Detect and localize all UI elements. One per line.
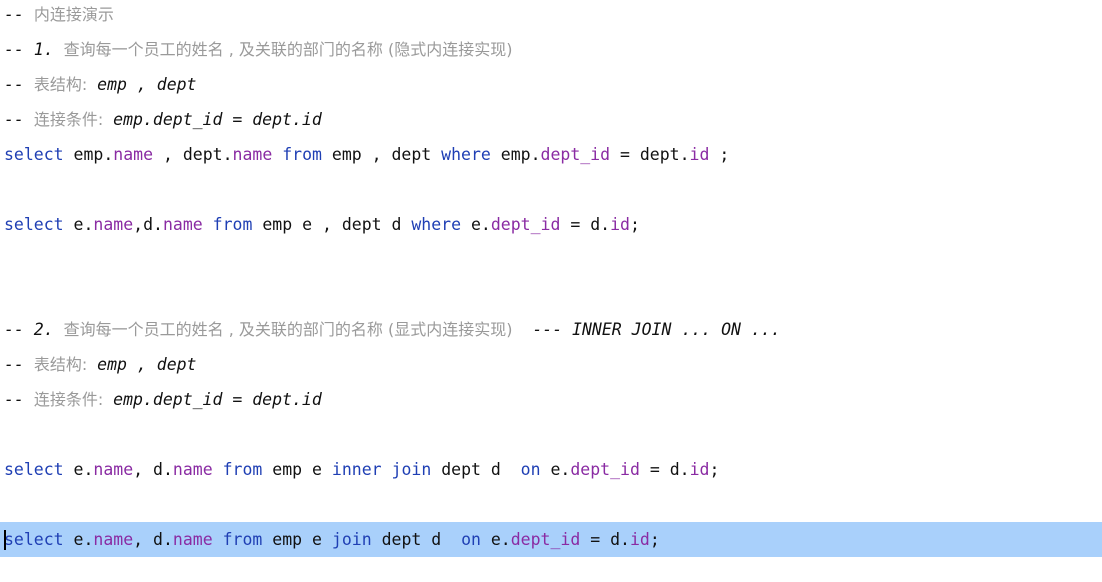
sql-column: dept_id xyxy=(570,460,640,479)
code-token: ; xyxy=(709,145,730,164)
comment-text: 连接条件: xyxy=(33,110,104,129)
code-token: ; xyxy=(629,215,640,234)
code-token: -- xyxy=(4,390,34,409)
sql-column: name xyxy=(113,145,154,164)
comment-line[interactable]: -- 连接条件: emp.dept_id = dept.id xyxy=(0,382,322,417)
comment-text: 查询每一个员工的姓名 , 及关联的部门的名称 (隐式内连接实现) xyxy=(63,40,513,59)
code-token: , d. xyxy=(133,530,173,549)
code-token xyxy=(213,530,223,549)
text-cursor xyxy=(4,529,6,550)
sql-column: dept_id xyxy=(490,215,561,234)
comment-line[interactable]: -- 表结构: emp , dept xyxy=(0,347,197,382)
code-token: -- xyxy=(4,5,34,24)
sql-keyword: join xyxy=(331,530,372,549)
code-token: -- xyxy=(4,75,34,94)
sql-column: dept_id xyxy=(540,145,611,164)
sql-keyword: join xyxy=(391,460,432,479)
code-token: -- 2. xyxy=(4,320,64,339)
comment-line[interactable]: -- 表结构: emp , dept xyxy=(0,67,197,102)
code-token: = d. xyxy=(639,460,690,479)
blank-line[interactable] xyxy=(0,487,4,522)
code-token xyxy=(272,145,282,164)
code-token: emp e xyxy=(262,530,332,549)
blank-line[interactable] xyxy=(0,172,4,207)
sql-column: name xyxy=(172,530,213,549)
code-token: = d. xyxy=(560,215,611,234)
sql-column: name xyxy=(162,215,203,234)
code-token: --- INNER JOIN ... ON ... xyxy=(512,320,781,339)
code-token: e. xyxy=(63,215,94,234)
code-line[interactable]: select e.name, d.name from emp e inner j… xyxy=(0,452,719,487)
code-token: emp , dept xyxy=(87,355,197,374)
sql-column: name xyxy=(93,530,134,549)
comment-text: 表结构: xyxy=(33,355,88,374)
sql-column: id xyxy=(610,215,630,234)
sql-keyword: from xyxy=(212,215,253,234)
comment-line[interactable]: -- 内连接演示 xyxy=(0,0,114,32)
blank-line[interactable] xyxy=(0,277,4,312)
code-line[interactable]: select emp.name , dept.name from emp , d… xyxy=(0,137,729,172)
code-token: ; xyxy=(649,530,660,549)
sql-keyword: select xyxy=(4,215,64,234)
sql-keyword: where xyxy=(411,215,462,234)
sql-keyword: on xyxy=(520,460,541,479)
code-token xyxy=(382,460,392,479)
code-token: -- xyxy=(4,355,34,374)
sql-column: dept_id xyxy=(510,530,581,549)
code-token: dept d xyxy=(371,530,462,549)
sql-keyword: select xyxy=(4,530,64,549)
code-token: -- xyxy=(4,110,34,129)
sql-column: name xyxy=(232,145,273,164)
code-token: emp e , dept d xyxy=(252,215,412,234)
sql-keyword: from xyxy=(222,460,263,479)
comment-line[interactable]: -- 2. 查询每一个员工的姓名 , 及关联的部门的名称 (显式内连接实现) -… xyxy=(0,312,781,347)
code-token: = dept. xyxy=(610,145,690,164)
code-token: ; xyxy=(709,460,720,479)
blank-line[interactable] xyxy=(0,242,4,277)
sql-keyword: from xyxy=(222,530,263,549)
code-token: emp. xyxy=(63,145,114,164)
comment-text: 表结构: xyxy=(33,75,88,94)
comment-line[interactable]: -- 1. 查询每一个员工的姓名 , 及关联的部门的名称 (隐式内连接实现) xyxy=(0,32,512,67)
code-line[interactable]: select e.name, d.name from emp e join de… xyxy=(0,522,1102,557)
sql-keyword: select xyxy=(4,145,64,164)
sql-column: id xyxy=(629,530,650,549)
code-token: , dept. xyxy=(153,145,233,164)
code-line[interactable]: select e.name,d.name from emp e , dept d… xyxy=(0,207,640,242)
code-token: e. xyxy=(63,460,94,479)
code-token xyxy=(213,460,223,479)
sql-column: name xyxy=(93,215,134,234)
sql-column: id xyxy=(689,460,710,479)
comment-text: 内连接演示 xyxy=(33,5,114,24)
blank-line[interactable] xyxy=(0,417,4,452)
sql-column: name xyxy=(172,460,213,479)
comment-text: 查询每一个员工的姓名 , 及关联的部门的名称 (显式内连接实现) xyxy=(63,320,513,339)
code-token: emp , dept xyxy=(87,75,197,94)
code-token: emp. xyxy=(490,145,541,164)
code-token: emp , dept xyxy=(321,145,442,164)
code-token xyxy=(203,215,213,234)
code-token: emp e xyxy=(262,460,332,479)
sql-column: id xyxy=(689,145,710,164)
sql-keyword: on xyxy=(461,530,481,549)
code-token: = d. xyxy=(580,530,630,549)
code-token: dept d xyxy=(431,460,521,479)
code-token: e. xyxy=(540,460,571,479)
code-token: emp.dept_id = dept.id xyxy=(103,390,322,409)
code-token: emp.dept_id = dept.id xyxy=(103,110,322,129)
comment-text: 连接条件: xyxy=(33,390,104,409)
code-token: e. xyxy=(480,530,511,549)
code-token: , d. xyxy=(133,460,173,479)
code-token: -- 1. xyxy=(4,40,64,59)
code-token: e. xyxy=(461,215,491,234)
sql-keyword: from xyxy=(282,145,322,164)
sql-column: name xyxy=(93,460,134,479)
comment-line[interactable]: -- 连接条件: emp.dept_id = dept.id xyxy=(0,102,322,137)
sql-keyword: where xyxy=(441,145,491,164)
sql-keyword: select xyxy=(4,460,64,479)
code-token: e. xyxy=(63,530,94,549)
sql-keyword: inner xyxy=(331,460,382,479)
code-token: ,d. xyxy=(133,215,163,234)
